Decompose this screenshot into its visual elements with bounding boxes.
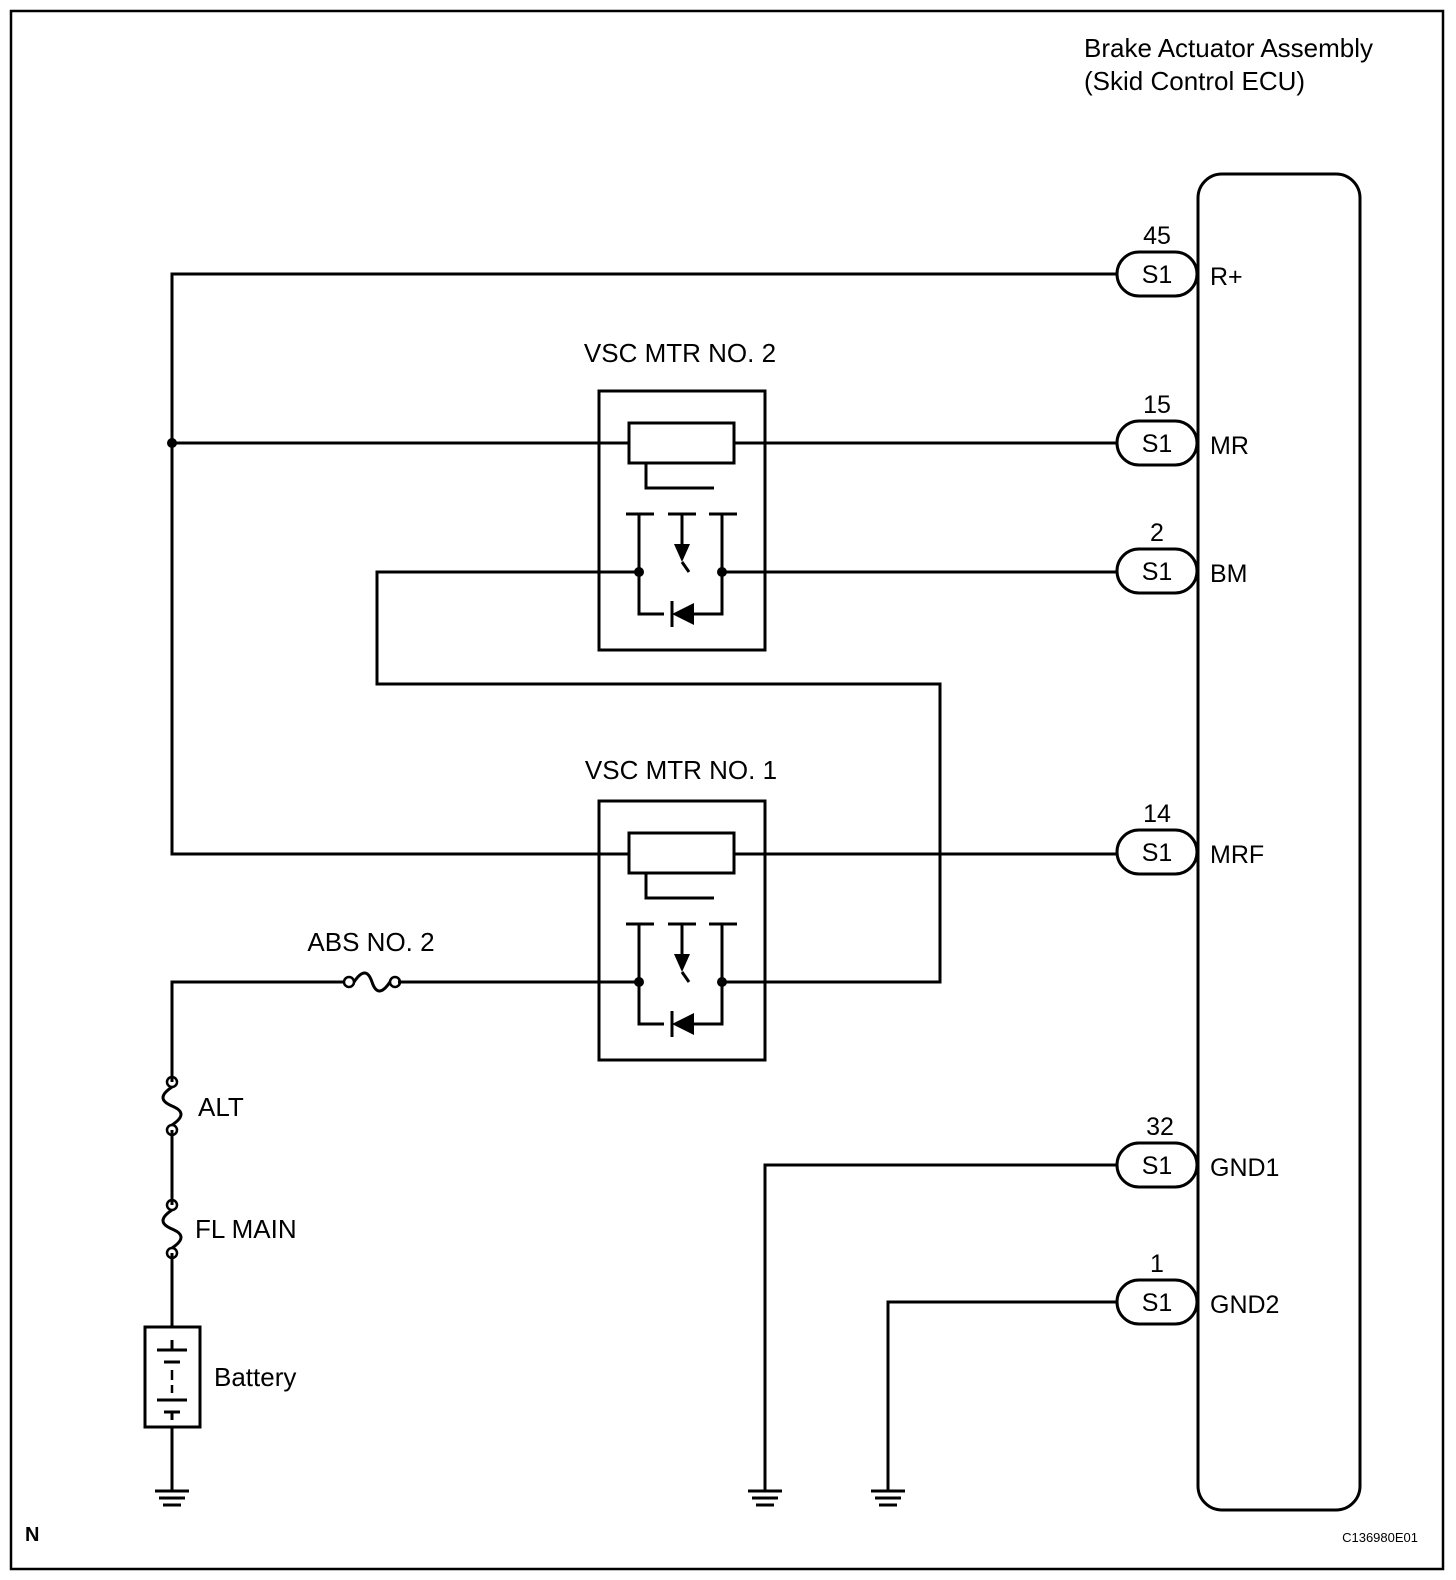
junction-dot [717, 567, 727, 577]
relay-coil [627, 421, 736, 465]
connector-label: S1 [1142, 430, 1173, 458]
relay-vsc-mtr-2: VSC MTR NO. 2 [584, 338, 776, 652]
relay-vsc-mtr-1: VSC MTR NO. 1 [585, 755, 777, 1062]
fuse-alt: ALT [161, 1075, 244, 1137]
relay-label: VSC MTR NO. 1 [585, 755, 777, 785]
figure-code: C136980E01 [1342, 1530, 1418, 1545]
arrow-head [674, 544, 690, 562]
arrow-head [674, 954, 690, 972]
fuse-label: ALT [198, 1092, 244, 1122]
diagram-frame [9, 9, 1445, 1571]
contact-right [694, 514, 724, 616]
ecu-box [1196, 172, 1362, 1512]
pin-mrf: 14 S1 MRF [1115, 800, 1264, 876]
switch-blade [680, 971, 691, 983]
ground-icon [871, 1489, 905, 1507]
pin-r-plus: 45 S1 R+ [1115, 222, 1243, 298]
diode-icon [672, 1013, 694, 1035]
fuse-fl-main: FL MAIN [161, 1198, 297, 1260]
wire-gnd1 [763, 1163, 1117, 1490]
pin-name: BM [1210, 560, 1248, 588]
ground-icon [155, 1489, 189, 1507]
junction-dot [634, 977, 644, 987]
wire-supply [170, 980, 345, 1082]
pin-name: R+ [1210, 263, 1243, 291]
battery-label: Battery [214, 1362, 296, 1392]
connector-label: S1 [1142, 839, 1173, 867]
pin-mr: 15 S1 MR [1115, 391, 1249, 467]
switch-blade [680, 561, 691, 573]
pin-number: 1 [1150, 1250, 1164, 1278]
wire-relay-link [375, 570, 942, 984]
ecu-title-line2: (Skid Control ECU) [1084, 66, 1305, 96]
pin-number: 45 [1143, 222, 1171, 250]
pin-gnd1: 32 S1 GND1 [1115, 1113, 1279, 1189]
ecu-title-line1: Brake Actuator Assembly [1084, 33, 1373, 63]
fuse-icon [352, 971, 392, 993]
junction-dot [634, 567, 644, 577]
wire-r-plus [170, 272, 1117, 856]
relay-coil [627, 831, 736, 875]
ground-icon [748, 1489, 782, 1507]
relay-label: VSC MTR NO. 2 [584, 338, 776, 368]
fuse-terminal [342, 975, 356, 989]
fuse-label: ABS NO. 2 [307, 927, 434, 957]
relay-box [597, 389, 767, 652]
battery: Battery [143, 1325, 296, 1429]
pin-gnd2: 1 S1 GND2 [1115, 1250, 1279, 1326]
wire-gnd2 [886, 1300, 1117, 1490]
junction-dot [717, 977, 727, 987]
pin-bm: 2 S1 BM [1115, 519, 1248, 595]
diode-icon [672, 603, 694, 625]
connector-label: S1 [1142, 558, 1173, 586]
contact-left [637, 924, 664, 1026]
contact-right [694, 924, 724, 1026]
pin-number: 15 [1143, 391, 1171, 419]
fuse-label: FL MAIN [195, 1214, 297, 1244]
connector-label: S1 [1142, 1152, 1173, 1180]
coil-bracket [644, 463, 714, 490]
connector-label: S1 [1142, 1289, 1173, 1317]
junction-dot [167, 438, 177, 448]
fuse-icon [161, 1085, 183, 1127]
pin-number: 2 [1150, 519, 1164, 547]
pin-name: GND2 [1210, 1291, 1279, 1319]
pin-name: MR [1210, 432, 1249, 460]
connector-label: S1 [1142, 261, 1173, 289]
contact-left [637, 514, 664, 616]
pin-name: MRF [1210, 841, 1264, 869]
fuse-icon [161, 1208, 183, 1250]
battery-box [143, 1325, 202, 1429]
pin-number: 14 [1143, 800, 1171, 828]
relay-box [597, 799, 767, 1062]
corner-label: N [25, 1524, 39, 1546]
coil-bracket [644, 873, 714, 900]
wires [167, 272, 1117, 1490]
fuse-abs-no2: ABS NO. 2 [307, 927, 435, 993]
pin-number: 32 [1146, 1113, 1174, 1141]
pin-name: GND1 [1210, 1154, 1279, 1182]
connector-shape [1115, 828, 1199, 876]
